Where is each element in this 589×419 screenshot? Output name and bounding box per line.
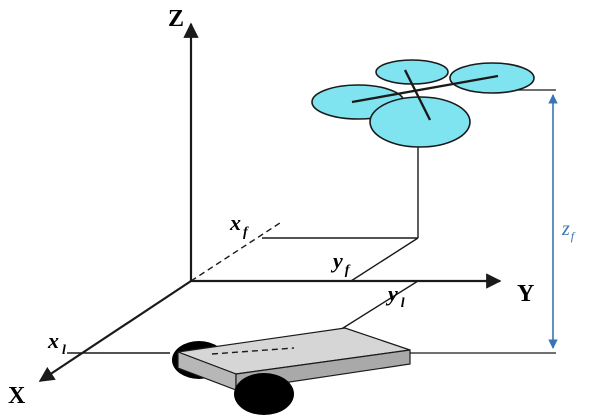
drone-arm-diagonal xyxy=(403,69,432,121)
drone-x-dashed-guide xyxy=(190,220,284,282)
vehicle-dashed-center xyxy=(211,347,295,355)
drone-y-projection-line xyxy=(350,237,419,282)
ground-vehicle xyxy=(172,327,411,415)
x-axis-label: X xyxy=(8,383,26,409)
y-axis-label: Y xyxy=(517,281,534,307)
z-axis-label: Z xyxy=(168,6,184,32)
rotor-front-right xyxy=(369,96,471,148)
drone-arm-horizontal xyxy=(351,74,499,104)
quadrotor-drone xyxy=(311,59,535,148)
x-axis-line xyxy=(38,280,192,382)
vehicle-wheel-front xyxy=(234,373,294,415)
label-z-height: zf xyxy=(561,218,576,243)
rotor-back-left xyxy=(375,59,449,85)
